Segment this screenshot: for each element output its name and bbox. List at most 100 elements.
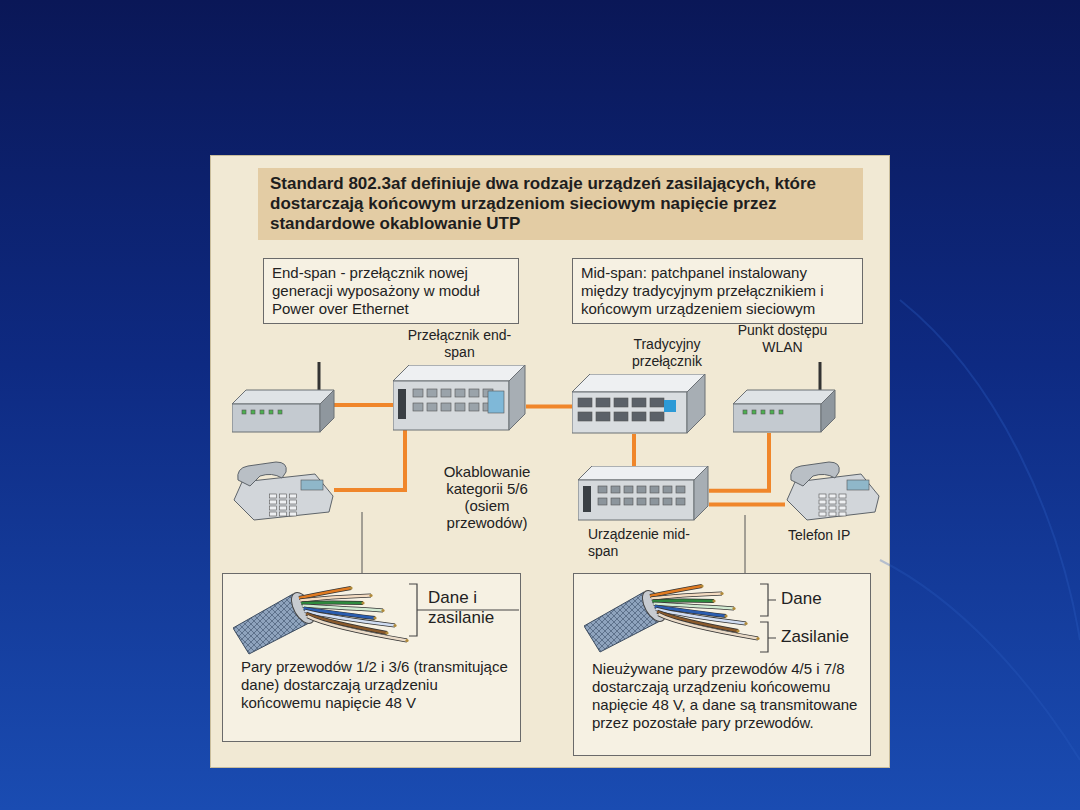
drawing-rect — [743, 410, 747, 414]
note-box: Mid-span: patchpanel instalowany między … — [572, 258, 863, 324]
network-device: Telefon IP — [785, 460, 881, 522]
leader-line — [745, 515, 746, 573]
drawing-rect — [269, 410, 273, 414]
drawing-circle — [381, 609, 384, 612]
drawing-rect — [596, 412, 610, 421]
drawing-rect — [614, 412, 628, 421]
drawing-path — [651, 594, 722, 599]
title-text: Standard 802.3af definiuje dwa rodzaje u… — [270, 174, 853, 234]
drawing-svg — [574, 574, 872, 664]
ip-phone-icon — [232, 460, 335, 522]
drawing-rect — [290, 494, 297, 498]
drawing-rect — [578, 480, 694, 520]
drawing-rect — [650, 498, 659, 505]
drawing-polygon — [572, 374, 705, 392]
drawing-rect — [770, 410, 774, 414]
drawing-path — [301, 601, 363, 604]
drawing-rect — [260, 410, 264, 414]
drawing-path — [307, 616, 407, 640]
drawing-rect — [847, 480, 869, 490]
drawing-circle — [744, 622, 747, 625]
drawing-circle — [385, 631, 388, 634]
drawing-circle — [393, 624, 396, 627]
utp-cable — [334, 403, 395, 407]
drawing-rect — [676, 498, 685, 505]
drawing-path — [238, 462, 287, 486]
drawing-rect — [829, 500, 836, 504]
device-icon — [572, 374, 706, 434]
drawing-rect — [779, 410, 783, 414]
drawing-rect — [637, 486, 646, 493]
drawing-rect — [251, 410, 255, 414]
drawing-rect — [839, 512, 846, 516]
drawing-rect — [232, 404, 320, 432]
drawing-circle — [361, 601, 364, 604]
drawing-svg — [578, 466, 709, 521]
drawing-svg — [572, 374, 706, 434]
drawing-circle — [349, 586, 352, 589]
drawing-path — [760, 584, 776, 652]
drawing-path — [652, 599, 714, 602]
bracket-label: Dane i zasilanie — [428, 588, 520, 628]
drawing-rect — [598, 498, 607, 505]
drawing-rect — [280, 494, 287, 498]
drawing-polygon — [320, 390, 334, 432]
network-device: Urządzenie mid-span — [578, 466, 709, 521]
drawing-rect — [427, 389, 437, 397]
device-label: Tradycyjny przełącznik — [607, 336, 727, 370]
drawing-rect — [270, 500, 277, 504]
drawing-rect — [270, 512, 277, 516]
drawing-g — [232, 390, 334, 432]
utp-cable — [709, 433, 769, 491]
drawing-rect — [270, 506, 277, 510]
router-icon — [232, 360, 335, 433]
drawing-rect — [290, 500, 297, 504]
drawing-rect — [829, 494, 836, 498]
drawing-polygon — [232, 390, 334, 404]
drawing-rect — [650, 486, 659, 493]
drawing-rect — [583, 486, 591, 512]
drawing-rect — [614, 398, 628, 407]
drawing-rect — [578, 412, 592, 421]
drawing-rect — [290, 512, 297, 516]
drawing-circle — [373, 616, 376, 619]
drawing-rect — [441, 389, 451, 397]
note-text: Mid-span: patchpanel instalowany między … — [581, 264, 854, 318]
drawing-rect — [469, 389, 479, 397]
drawing-circle — [720, 592, 723, 595]
drawing-svg — [232, 460, 335, 522]
drawing-rect — [819, 512, 826, 516]
title-band: Standard 802.3af definiuje dwa rodzaje u… — [258, 168, 863, 240]
utp-cable — [709, 503, 785, 507]
drawing-circle — [736, 629, 739, 632]
device-label: Punkt dostępu WLAN — [723, 322, 843, 356]
drawing-circle — [369, 594, 372, 597]
note-text: End-span - przełącznik nowej generacji w… — [272, 264, 510, 318]
utp-cable — [334, 428, 405, 490]
drawing-path — [300, 596, 371, 601]
drawing-path — [791, 462, 840, 486]
drawing-circle — [700, 584, 703, 587]
drawing-svg — [232, 360, 335, 433]
drawing-rect — [839, 494, 846, 498]
drawing-rect — [413, 403, 423, 411]
drawing-rect — [632, 412, 646, 421]
cable-detail-box: Dane i zasilaniePary przewodów 1/2 i 3/6… — [222, 573, 521, 742]
drawing-line — [318, 362, 321, 394]
drawing-rect — [819, 506, 826, 510]
drawing-rect — [488, 391, 504, 413]
drawing-path — [307, 616, 407, 640]
drawing-rect — [611, 486, 620, 493]
network-device: Punkt dostępu WLAN — [733, 360, 836, 433]
drawing-rect — [280, 506, 287, 510]
drawing-rect — [752, 410, 756, 414]
utp-cable — [526, 405, 572, 409]
drawing-rect — [290, 506, 297, 510]
drawing-rect — [650, 412, 664, 421]
drawing-rect — [598, 486, 607, 493]
drawing-rect — [469, 403, 479, 411]
device-icon — [785, 460, 881, 522]
drawing-rect — [398, 389, 406, 419]
drawing-rect — [663, 498, 672, 505]
detail-text: Pary przewodów 1/2 i 3/6 (transmitujące … — [241, 658, 516, 712]
